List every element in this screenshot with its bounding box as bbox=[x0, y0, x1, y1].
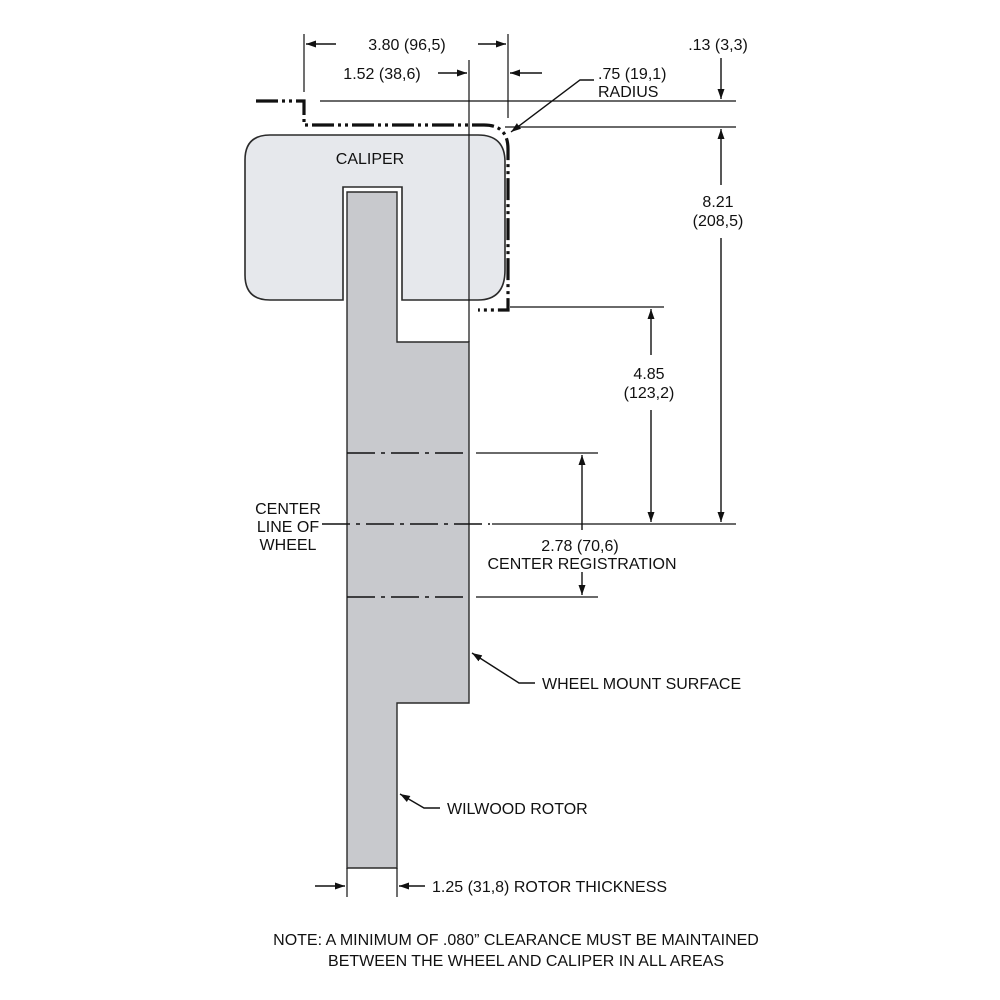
dim-registration-value-label: 2.78 (70,6) bbox=[541, 538, 618, 555]
centerline-label-line1: CENTER bbox=[255, 501, 321, 518]
dim-clearance-top-label: .13 (3,3) bbox=[688, 37, 748, 54]
dim-overall-width-label: 3.80 (96,5) bbox=[368, 37, 445, 54]
note-line-2: BETWEEN THE WHEEL AND CALIPER IN ALL ARE… bbox=[328, 953, 724, 970]
wheel-mount-leader bbox=[471, 652, 535, 684]
centerline-label-line2: LINE OF bbox=[257, 519, 319, 536]
dim-radius-leader bbox=[510, 79, 594, 133]
dim-registration-word-label: CENTER REGISTRATION bbox=[487, 556, 676, 573]
rotor-thickness-label: 1.25 (31,8) ROTOR THICKNESS bbox=[432, 879, 667, 896]
wilwood-rotor-shape bbox=[346, 191, 470, 869]
note-line-1: NOTE: A MINIMUM OF .080” CLEARANCE MUST … bbox=[273, 932, 759, 949]
dim-radius-value-label: .75 (19,1) bbox=[598, 66, 666, 83]
centerline-label-line3: WHEEL bbox=[260, 537, 317, 554]
dim-caliper-to-center-value-label: 4.85 bbox=[633, 366, 664, 383]
caliper-body bbox=[244, 134, 506, 301]
dim-caliper-to-center-metric-label: (123,2) bbox=[624, 385, 675, 402]
caliper-label: CALIPER bbox=[336, 151, 404, 168]
dim-height-metric-label: (208,5) bbox=[693, 213, 744, 230]
dim-height-value-label: 8.21 bbox=[702, 194, 733, 211]
wheel-clearance-outline bbox=[256, 99, 510, 312]
dim-radius-word-label: RADIUS bbox=[598, 84, 658, 101]
dim-inner-width-label: 1.52 (38,6) bbox=[343, 66, 420, 83]
wilwood-rotor-label: WILWOOD ROTOR bbox=[447, 801, 588, 818]
wilwood-rotor-leader bbox=[399, 793, 440, 809]
wheel-mount-surface-label: WHEEL MOUNT SURFACE bbox=[542, 676, 741, 693]
